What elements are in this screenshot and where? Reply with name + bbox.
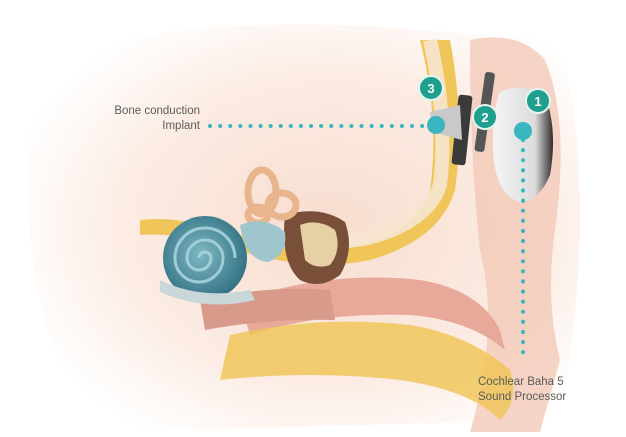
implant-target-dot <box>427 116 445 134</box>
badge-1-number: 1 <box>534 94 541 109</box>
implant-label-line1: Bone conduction <box>80 104 200 119</box>
badge-3: 3 <box>419 76 443 100</box>
badge-2: 2 <box>473 105 497 129</box>
implant-label: Bone conduction Implant <box>80 104 200 134</box>
ossicles <box>300 222 338 266</box>
badge-2-number: 2 <box>481 110 488 125</box>
processor-label-line2: Sound Processor <box>478 390 618 405</box>
processor-label: Cochlear Baha 5 Sound Processor <box>478 375 618 405</box>
processor-target-dot <box>514 122 532 140</box>
processor-label-line1: Cochlear Baha 5 <box>478 375 618 390</box>
badge-3-number: 3 <box>427 81 434 96</box>
implant-label-line2: Implant <box>80 119 200 134</box>
badge-1: 1 <box>526 89 550 113</box>
